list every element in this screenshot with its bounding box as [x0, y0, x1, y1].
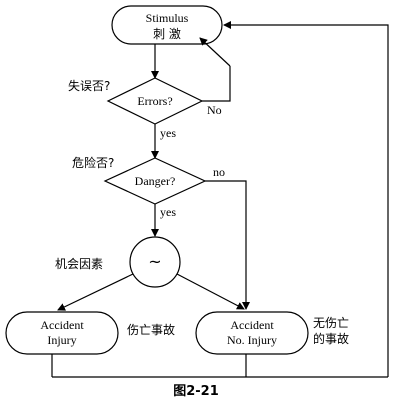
arrow-no-to-stimulus	[199, 37, 231, 67]
accident-injury-line2: Injury	[47, 333, 76, 347]
loop-no-line	[202, 66, 231, 102]
arrow-danger-no-to-no-injury	[205, 180, 250, 310]
accident-no-injury-line1: Accident	[230, 318, 274, 332]
danger-yes-label: yes	[160, 205, 176, 219]
errors-label: Errors?	[137, 94, 172, 108]
accident-injury-caption-chinese: 伤亡事故	[127, 322, 175, 337]
stimulus-node	[111, 5, 223, 45]
chance-node	[129, 236, 181, 288]
accident-no-injury-line2: No. Injury	[227, 333, 277, 347]
figure-caption: 图2-21	[173, 384, 219, 399]
errors-no-label: No	[207, 103, 222, 117]
danger-label: Danger?	[135, 174, 176, 188]
danger-question-chinese: 危险否?	[72, 155, 114, 170]
accident-no-injury-node	[195, 311, 309, 355]
errors-yes-label: yes	[160, 126, 176, 140]
chance-symbol: ~	[148, 252, 161, 271]
no-injury-caption-chinese-line1: 无伤亡	[313, 316, 349, 330]
danger-no-label: no	[213, 165, 225, 179]
arrow-chance-to-no-injury	[176, 273, 245, 310]
stimulus-chinese-label: 刺 激	[153, 27, 181, 41]
no-injury-caption-chinese-line2: 的事故	[313, 331, 349, 346]
arrow-feedback-to-stimulus	[223, 21, 389, 377]
errors-question-chinese: 失误否?	[68, 78, 110, 93]
accident-injury-node	[5, 311, 119, 355]
stimulus-label: Stimulus	[146, 11, 189, 25]
arrow-chance-to-injury	[57, 273, 134, 311]
chance-label-chinese: 机会因素	[55, 257, 103, 271]
accident-injury-line1: Accident	[40, 318, 84, 332]
